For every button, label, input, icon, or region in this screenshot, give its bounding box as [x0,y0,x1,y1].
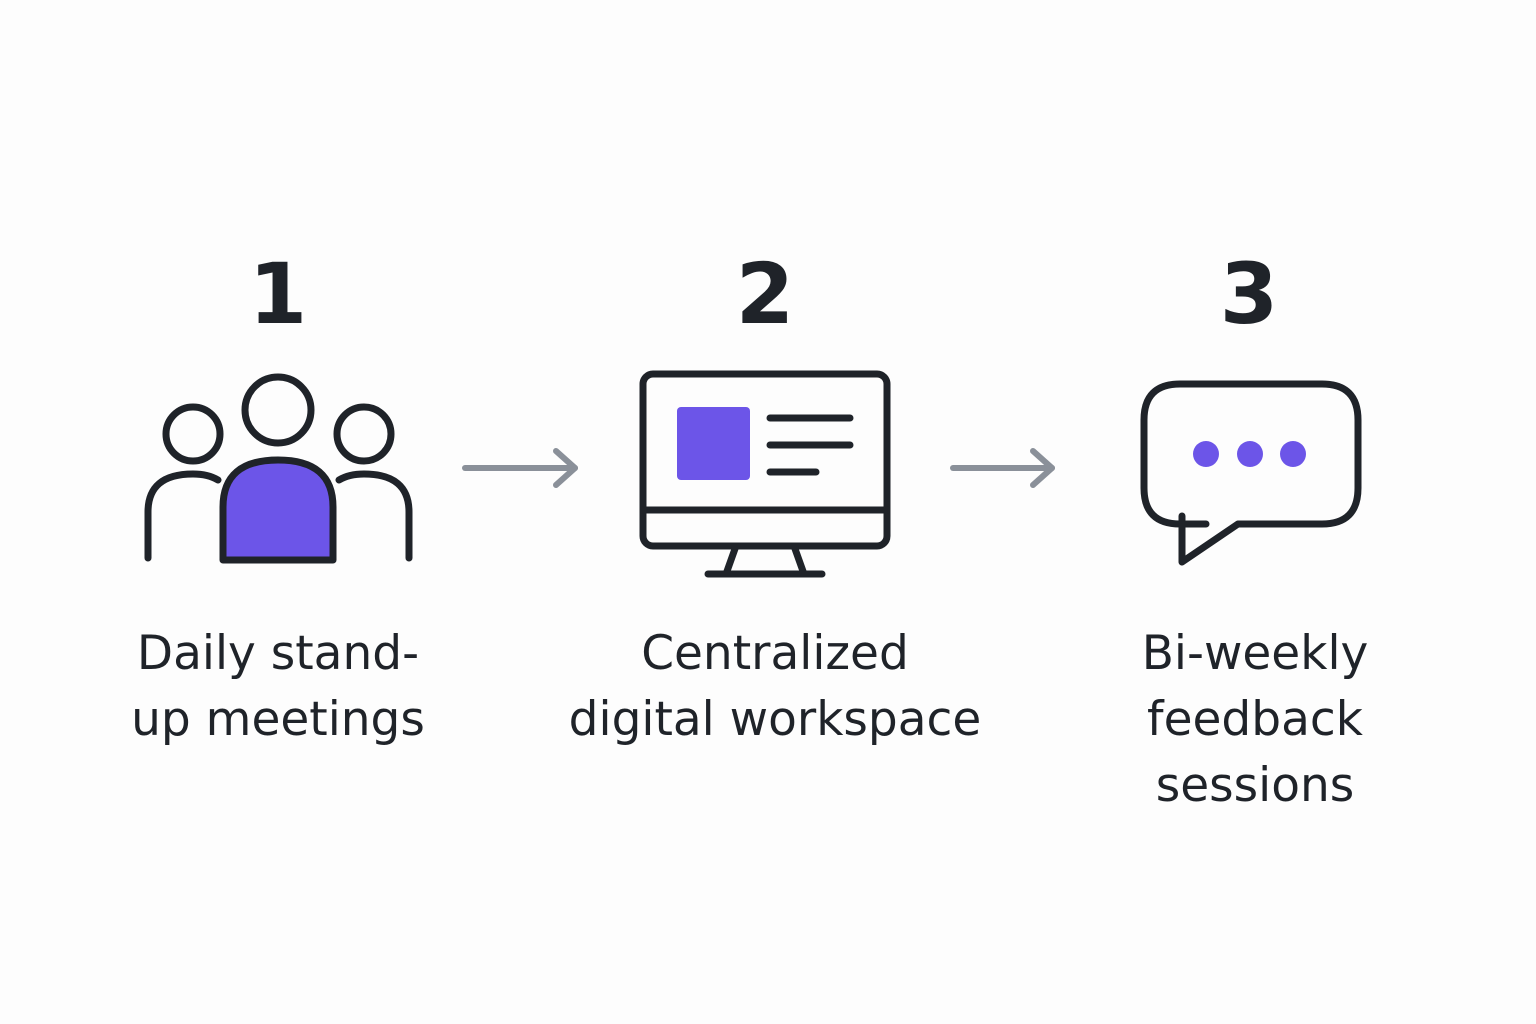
step-3-number: 3 [1219,245,1279,343]
step-3-label-line-1: Bi-weekly [1141,626,1369,681]
step-3-label-line-2: feedback [1147,692,1363,747]
step-3-label-line-3: sessions [1155,758,1355,813]
team-icon [144,373,413,564]
arrow-right-icon [950,448,1055,488]
chat-bubble-icon [1140,380,1362,566]
step-1-label: Daily stand- up meetings [98,621,458,753]
step-1-label-line-1: Daily stand- [136,626,420,681]
step-1-label-line-2: up meetings [131,692,425,747]
step-1-number: 1 [248,245,308,343]
arrow-right-icon [462,448,578,488]
step-2-number: 2 [735,245,795,343]
step-2-label: Centralized digital workspace [555,621,995,753]
monitor-icon [639,370,891,578]
step-2-label-line-1: Centralized [641,626,909,681]
step-3-label: Bi-weekly feedback sessions [1075,621,1435,819]
step-2-label-line-2: digital workspace [568,692,982,747]
